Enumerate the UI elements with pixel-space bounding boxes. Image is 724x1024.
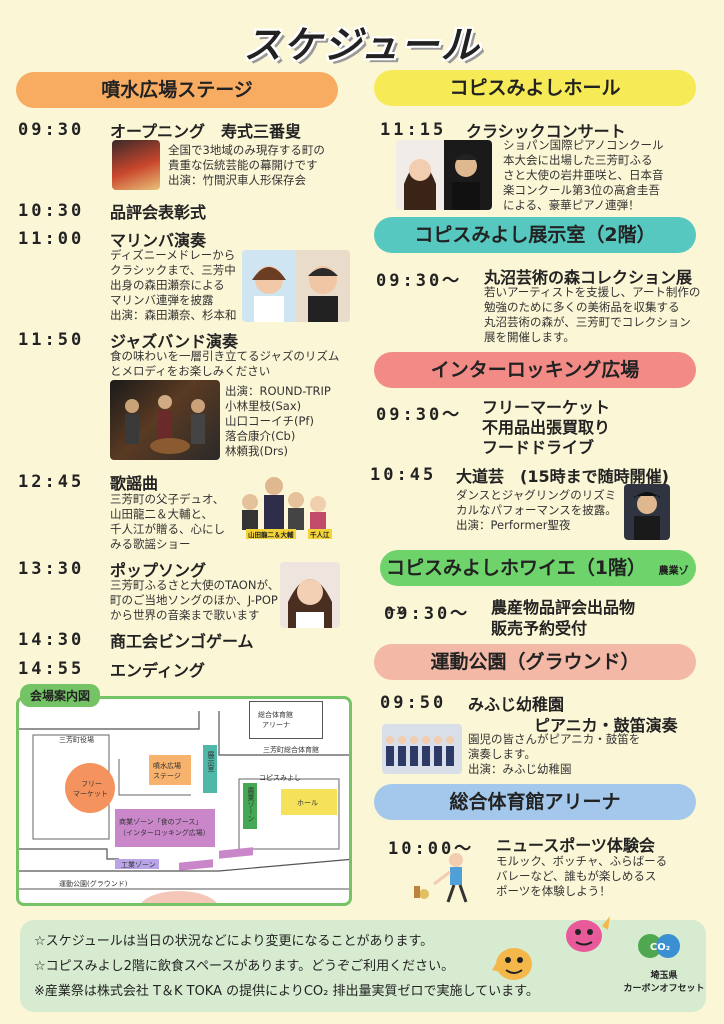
note-2: ☆コピスみよし2階に飲食スペースがあります。どうぞご利用ください。	[34, 959, 455, 974]
kayo-label-2: 千人江	[308, 529, 332, 539]
map-park: 運動公園(グラウンド)	[59, 880, 128, 888]
desc-kindergarten: 園児の皆さんがピアニカ・鼓笛を演奏します。出演：みふじ幼稚園	[468, 732, 641, 776]
venue-map: 総合体育館 アリーナ 三芳町役場 三芳町総合体育館 フリー マーケット 噴水広場…	[16, 696, 352, 906]
carbon-offset-logo-icon: CO₂	[636, 926, 684, 966]
event-ending: エンディング	[110, 661, 205, 680]
time-1100: 11:00	[18, 229, 85, 249]
event-collection: 丸沼芸術の森コレクション展	[484, 268, 693, 287]
banner-fountain-stage: 噴水広場ステージ	[16, 72, 338, 108]
banner-exhibit-room: コピスみよし展示室（2階）	[374, 217, 696, 253]
time-exhibit: 09:30〜	[376, 271, 463, 291]
map-food-booth: 商業ゾーン「食のブース」 （インターロッキング広場）	[115, 809, 215, 847]
time-1000: 10:00〜	[388, 839, 475, 859]
map-exhibit: 展示室	[203, 745, 217, 793]
marimba-photo	[242, 250, 350, 322]
event-flea-list: フリーマーケット不用品出張買取りフードドライブ	[482, 398, 611, 457]
map-flea-market: フリー マーケット	[65, 763, 115, 813]
event-kindergarten-2: ピアニカ・鼓笛演奏	[534, 716, 678, 735]
map-tag: 会場案内図	[20, 684, 101, 707]
desc-jazz: 食の味わいを一層引き立てるジャズのリズムとメロディをお楽しみください	[110, 349, 340, 378]
page-title: スケジュール	[243, 23, 481, 67]
classic-photo	[396, 140, 492, 210]
desc-street-performance: ダンスとジャグリングのリズミカルなパフォーマンスを披露。出演：Performer…	[456, 488, 617, 532]
event-bingo: 商工会ビンゴゲーム	[110, 632, 254, 651]
map-gym-label: 三芳町総合体育館	[263, 746, 319, 754]
desc-classic: ショパン国際ピアノコンクール本大会に出場した三芳町ふるさと大使の岩井亜咲と、日本…	[503, 138, 664, 212]
time-foyer: 09:30〜	[384, 604, 471, 624]
map-copis: コピスみよし	[259, 774, 301, 782]
event-marimba: マリンバ演奏	[110, 231, 207, 250]
puppet-photo	[112, 140, 160, 190]
map-town-office: 三芳町役場	[59, 736, 94, 744]
desc-marimba: ディズニーメドレーからクラシックまで、三芳中出身の森田瀬奈によるマリンバ連弾を披…	[110, 248, 237, 322]
performer-photo	[624, 484, 670, 540]
map-hall: ホール	[281, 789, 337, 815]
event-classic: クラシックコンサート	[466, 122, 626, 141]
carbon-offset-label: 埼玉県カーボンオフセット	[623, 971, 705, 994]
event-agri-products: 農産物品評会出品物販売予約受付	[491, 598, 636, 638]
desc-opening: 全国で3地域のみ現存する町の貴重な伝統芸能の幕開けです出演：竹間沢車人形保存会	[168, 143, 325, 187]
banner-park: 運動公園（グラウンド）	[374, 644, 696, 680]
event-jazz: ジャズバンド演奏	[110, 332, 239, 351]
event-street-performance: 大道芸 (15時まで随時開催)	[456, 467, 669, 486]
banner-gym-arena: 総合体育館アリーナ	[374, 784, 696, 820]
mascot-2-icon	[562, 912, 614, 956]
kayo-photo: 山田龍二＆大輔 千人江	[236, 472, 334, 540]
time-0930: 09:30	[18, 120, 85, 140]
desc-kayo: 三芳町の父子デュオ、山田龍二＆大輔と、千人江が贈る、心にしみる歌謡ショー	[110, 492, 225, 551]
time-1045: 10:45	[370, 465, 437, 485]
kayo-label-1: 山田龍二＆大輔	[246, 529, 296, 539]
map-stage: 噴水広場 ステージ	[149, 755, 191, 785]
carbon-mark: CO₂	[650, 942, 670, 953]
event-new-sports: ニュースポーツ体験会	[496, 836, 655, 855]
note-1: ☆スケジュールは当日の状況などにより変更になることがあります。	[34, 934, 434, 949]
time-1245: 12:45	[18, 472, 85, 492]
time-1115: 11:15	[380, 120, 447, 140]
event-kayo: 歌謡曲	[110, 474, 159, 493]
desc-collection: 若いアーティストを支援し、アート制作の勉強のために多くの美術品を収集する丸沼芸術…	[484, 285, 701, 344]
mascot-1-icon	[488, 940, 536, 984]
banner-foyer: コピスみよしホワイエ（1階） 農業ゾーン	[380, 550, 696, 617]
event-kindergarten: みふじ幼稚園	[468, 695, 565, 714]
map-industry-zone: 工業ゾーン	[115, 859, 159, 869]
time-flea: 09:30〜	[376, 405, 463, 425]
event-opening: オープニング 寿式三番叟	[110, 122, 302, 141]
time-0950: 09:50	[380, 693, 447, 713]
taon-photo	[280, 562, 340, 628]
desc-new-sports: モルック、ボッチャ、ふらばーるバレーなど、誰もが楽しめるスポーツを体験しよう！	[496, 854, 668, 898]
note-3: ※産業祭は株式会社 T＆K TOKA の提供によりCO₂ 排出量実質ゼロで実施し…	[34, 984, 539, 999]
event-award: 品評会表彰式	[110, 203, 207, 222]
map-gym: 総合体育館 アリーナ	[249, 701, 323, 739]
kindergarten-photo	[382, 724, 462, 774]
event-pop: ポップソング	[110, 561, 207, 580]
sports-illustration	[410, 850, 484, 904]
foyer-agri-tag: 農業ゾーン	[386, 566, 689, 617]
time-1030: 10:30	[18, 201, 85, 221]
time-1455: 14:55	[18, 659, 85, 679]
time-1330: 13:30	[18, 559, 85, 579]
map-agri-zone: 農業ゾーン	[243, 783, 257, 829]
time-1150: 11:50	[18, 330, 85, 350]
time-1430: 14:30	[18, 630, 85, 650]
banner-interlocking: インターロッキング広場	[374, 352, 696, 388]
jazz-band-photo	[110, 380, 220, 460]
map-roads	[19, 711, 349, 903]
banner-copis-hall: コピスみよしホール	[374, 70, 696, 106]
